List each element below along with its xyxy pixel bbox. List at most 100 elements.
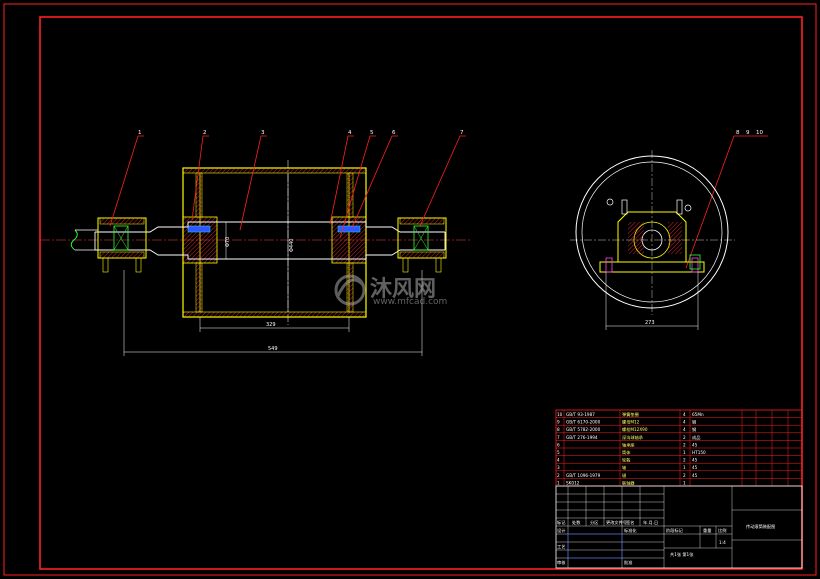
balloon-2: 2 [203,130,207,136]
part-material: 45 [692,458,698,463]
title-block: 标记 处数 分区 更改文件号 签名 年.月.日 设计 标准化 工艺 审核 批准 … [555,485,803,569]
part-no: 1 [557,480,560,485]
parts-list-row: 4 轮毂 2 45 [557,457,698,464]
title-block-frame [555,485,803,569]
part-std: GB/T 93-1987 [566,412,595,417]
right-key [337,225,361,233]
parts-list-row: 7 GB/T 276-1994 深沟球轴承 2 成品 [557,434,700,441]
stud-top-right [676,199,683,215]
front-section-view: Φ70 549 [40,130,768,356]
tb-sheets: 共1张 第1张 [670,551,694,558]
balloon-7: 7 [460,130,464,136]
left-web-lower [195,262,203,313]
tb-drawing-title: 传动滚筒装配图 [746,523,775,530]
part-material: 65Mn [692,412,704,417]
drum-shell-bottom [182,311,367,318]
watermark-logo-swoosh [336,278,366,297]
part-std: GB/T 1096-1979 [566,473,601,478]
parts-list-row: 2 GB/T 1096-1979 键 2 45 [557,472,698,479]
balloon-5: 5 [370,130,374,136]
watermark-logo-icon [334,274,366,306]
right-bearing-housing [397,217,447,273]
balloon-6: 6 [392,130,396,136]
tb-col-zone: 分区 [590,519,598,526]
tb-row-check: 审核 [557,559,566,566]
part-no: 3 [557,465,560,470]
tb-col-sign: 签名 [626,519,634,526]
part-material: 45 [692,465,698,470]
part-name: 深沟球轴承 [622,434,644,441]
part-qty: 2 [683,442,686,447]
part-material: 成品 [692,434,700,441]
inner-frame [39,16,803,570]
balloon-9: 9 [746,130,750,136]
part-no: 4 [557,458,560,463]
part-no: 9 [557,420,560,425]
part-name: 联轴器 [622,479,635,486]
parts-list-row: 5 筒体 1 HT150 [557,449,706,456]
tb-col-count: 处数 [572,519,581,526]
shaft-bottom-profile [95,249,445,260]
part-no: 7 [557,435,560,440]
part-material: HT150 [692,450,706,455]
watermark: 沐风网 www.mfcad.com [334,274,447,307]
detail-8-9-10 [689,254,701,270]
part-no: 2 [557,473,560,478]
part-qty: 2 [683,458,686,463]
balloon-1: 1 [138,130,142,136]
balloon-10: 10 [756,130,763,136]
bolt-hole-left [606,198,614,206]
tb-col-std: 标准化 [624,527,637,534]
part-qty: 1 [683,465,686,470]
right-web-lower [346,262,354,313]
part-material: 钢 [692,426,696,433]
bolt-left [605,257,613,273]
part-qty: 2 [683,473,686,478]
part-material: 45 [692,473,698,478]
tb-col-doc: 更改文件号 [606,519,627,526]
bolt-right [691,257,699,273]
part-material: 钢 [692,419,696,426]
parts-list-row: 3 轴 1 45 [557,464,698,471]
part-name: 轴 [622,464,626,471]
end-view: 273 8 9 10 [570,130,763,330]
coupling-break-line [70,229,78,251]
tb-row-design: 设计 [557,527,565,534]
part-name: 轮毂 [622,457,631,464]
part-no: 5 [557,450,560,455]
part-no: 10 [557,412,563,417]
tb-weight-label: 重量 [703,527,711,534]
part-std: GB/T 6170-2000 [566,420,601,425]
part-qty: 4 [683,412,686,417]
shaft-top-profile [95,221,445,233]
part-name: 轴承座 [622,441,635,448]
part-qty: 4 [683,427,686,432]
balloon-4: 4 [348,130,352,136]
tb-col-mark: 标记 [557,519,566,526]
balloon-3: 3 [261,130,265,136]
part-std: GB/T 276-1994 [566,435,598,440]
pillow-block-hatch-right [668,222,682,254]
shaft-diameter-label: Φ70 [225,237,231,247]
parts-list-row: 1 SK012 联轴器 1 [557,479,686,486]
bolt-hole-right [684,204,692,212]
leader-lines [109,135,768,269]
right-hub [331,216,367,264]
part-name: 键 [622,472,627,479]
dim-drum-diameter-label: Φ440 [289,239,295,252]
watermark-url: www.mfcad.com [373,297,447,307]
part-name: 螺母M12 [622,419,640,426]
part-qty: 2 [683,435,686,440]
dim-329-label: 329 [266,322,276,328]
left-web [195,172,203,218]
dim-549-label: 549 [268,346,278,352]
balloon-8: 8 [736,130,740,136]
outer-frame [3,3,817,576]
left-bearing-housing [97,217,147,273]
drum-shell-top [182,167,367,174]
blue-fill-band [567,533,623,559]
watermark-title: 沐风网 [370,277,436,302]
tb-col-date: 年.月.日 [643,519,658,526]
tb-scale-label: 比例 [718,527,726,534]
